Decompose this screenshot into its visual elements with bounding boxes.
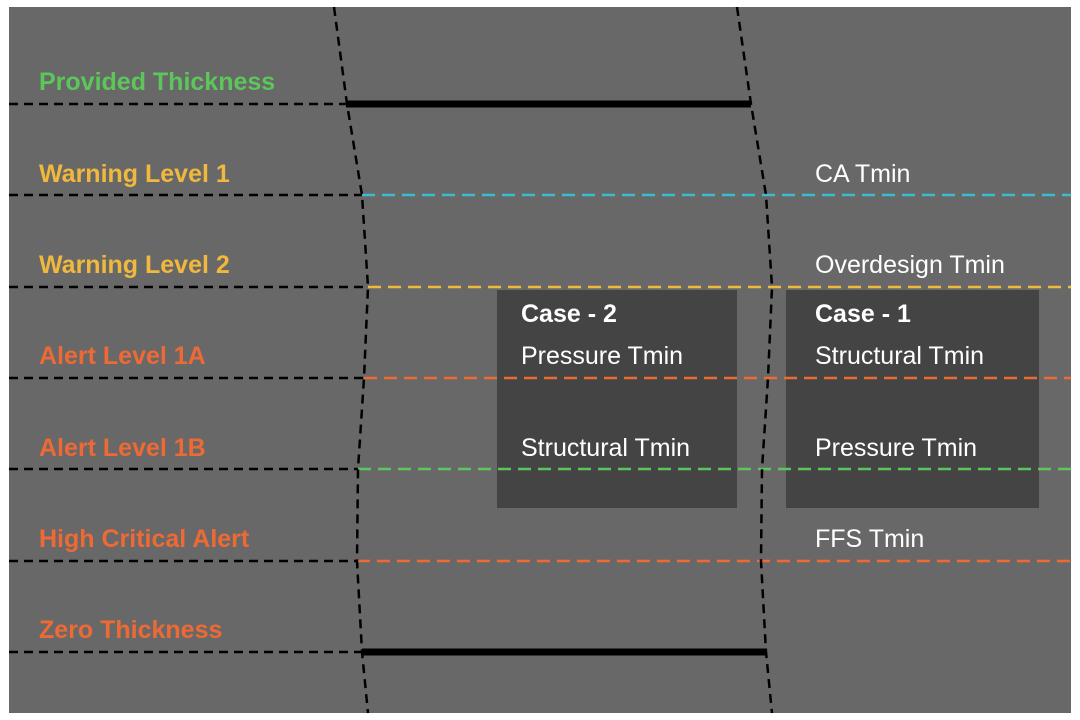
- left-wall-line: [332, 6, 370, 714]
- case-2-box: [497, 290, 737, 508]
- level-label-alert-level-1b: Alert Level 1B: [39, 434, 206, 462]
- case-1-structural-tmin: Structural Tmin: [815, 342, 985, 370]
- right-wall-line: [735, 6, 774, 714]
- ffs-tmin-label: FFS Tmin: [815, 525, 925, 553]
- level-label-warning-level-1: Warning Level 1: [39, 160, 230, 188]
- case-2-pressure-tmin: Pressure Tmin: [521, 342, 684, 370]
- ca-tmin-label: CA Tmin: [815, 160, 911, 188]
- case-1-pressure-tmin: Pressure Tmin: [815, 434, 978, 462]
- level-label-warning-level-2: Warning Level 2: [39, 251, 230, 279]
- case-1-title: Case - 1: [815, 300, 911, 328]
- level-label-zero-thickness: Zero Thickness: [39, 616, 223, 644]
- case-2-structural-tmin: Structural Tmin: [521, 434, 691, 462]
- case-2-title: Case - 2: [521, 300, 617, 328]
- level-label-high-critical-alert: High Critical Alert: [39, 525, 250, 553]
- level-label-alert-level-1a: Alert Level 1A: [39, 342, 206, 370]
- level-label-provided-thickness: Provided Thickness: [39, 68, 276, 96]
- case-1-box: [786, 290, 1039, 508]
- overdesign-tmin-label: Overdesign Tmin: [815, 251, 1005, 279]
